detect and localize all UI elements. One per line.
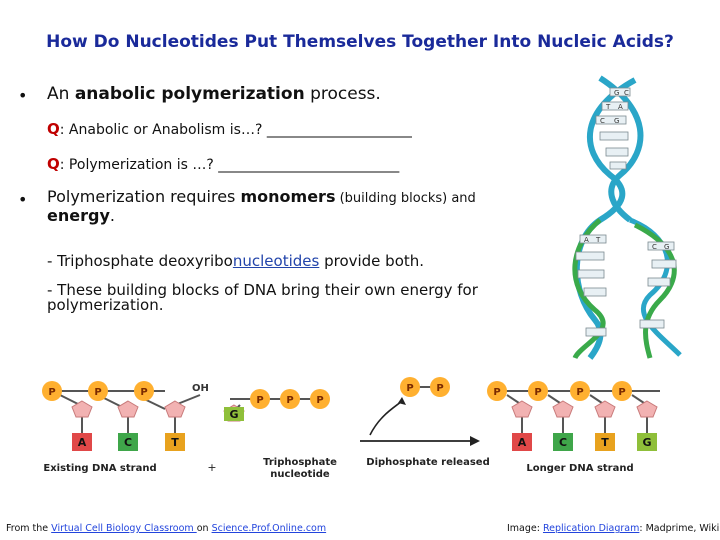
bullet-2-text: Polymerization requires monomers (buildi… [47,188,527,224]
footer-left-mid: on [196,523,212,534]
sub-point-2-line-1: - These building blocks of DNA bring the… [47,281,478,299]
helix-letter-6: G [614,117,619,125]
reaction-arrowhead [470,436,480,446]
footer-right-post: : Madprime, Wiki [639,523,720,534]
question-2-key: Q [47,155,60,173]
long-p-3: P [576,387,583,398]
base-g-incoming [224,407,244,421]
long-p-2: P [534,387,541,398]
tri-p-2: P [286,395,293,406]
long-p-1: P [493,387,500,398]
existing-strand-label: Existing DNA strand [43,463,156,474]
triphosphate-label-2: nucleotide [270,469,330,480]
question-2-blank[interactable]: ______________________________ [218,157,399,173]
question-1: Q: Anabolic or Anabolism is…? __________… [47,120,412,138]
dna-helix-image: G C T A C G A T C G [572,75,682,360]
helix-base-pairs [575,87,677,337]
existing-sugars [71,400,186,418]
question-2-text: : Polymerization is …? [59,157,219,173]
question-1-text: : Anabolic or Anabolism is…? [59,122,267,138]
longer-phosphates [487,381,632,401]
bullet-1-post: process. [304,84,381,104]
existing-base-labels: A C T [78,436,180,449]
helix-blue-strand-1 [573,77,637,360]
question-1-key: Q [47,120,60,138]
longer-base-labels: A C T G [518,436,652,449]
di-p-1: P [406,383,413,394]
longer-strand-label: Longer DNA strand [526,463,633,474]
question-1-blank[interactable]: ________________________ [266,122,412,138]
nucleotides-link[interactable]: nucleotides [232,252,320,270]
helix-letter-2: C [624,89,629,97]
replication-diagram-link[interactable]: Replication Diagram [542,523,640,534]
footer-left-pre: From the [6,523,52,534]
release-arrow [369,400,403,436]
base-t-longer: T [601,436,609,449]
bullet-2-bold-2: energy [47,206,110,225]
polymerization-diagram: P P P OH A C T Existing DNA strand + P P… [42,377,660,480]
bullet-marker-2: • [18,190,28,209]
bullet-2-pre: Polymerization requires [47,187,241,206]
base-c-existing: C [124,436,132,449]
helix-letter-7: A [584,236,589,244]
existing-p-2: P [94,387,101,398]
plus-sign: + [207,461,216,474]
diphosphate-label: Diphosphate released [366,457,489,468]
existing-p-1: P [48,387,55,398]
bullet-1-bold: anabolic polymerization [74,84,305,104]
diphosphate-released [400,377,450,397]
di-p-2: P [436,383,443,394]
diphosphate-p-labels: P P [406,383,443,394]
existing-phosphates [42,381,154,401]
footer-credit-left: From the Virtual Cell Biology Classroom … [6,523,326,534]
helix-base-letters: G C T A C G A T C G [584,89,669,251]
bullet-1-text: An anabolic polymerization process. [47,84,381,104]
triphosphate-phosphates [250,389,330,409]
sub-point-1-pre: - Triphosphate deoxyribo [47,252,233,270]
longer-bases [512,433,657,451]
footer-credit-right: Image: Replication Diagram: Madprime, Wi… [507,523,719,534]
bullet-marker-1: • [18,86,28,105]
base-c-longer: C [559,436,567,449]
existing-phosphate-labels: P P P [48,387,147,398]
triphosphate-label-1: Triphosphate [263,457,337,468]
sub-point-1-post: provide both. [319,252,425,270]
sub-point-2: - These building blocks of DNA bring the… [47,283,478,313]
bullet-2-post: . [109,206,115,225]
base-a-longer: A [518,436,527,449]
helix-letter-8: T [595,236,601,244]
helix-blue-strand-2 [598,75,644,223]
virtual-cell-link[interactable]: Virtual Cell Biology Classroom [51,523,197,534]
helix-letter-9: C [652,243,657,251]
base-g-incoming-label: G [229,408,238,421]
existing-bases [72,433,185,451]
question-2: Q: Polymerization is …? ________________… [47,155,399,173]
helix-letter-1: G [614,89,619,97]
longer-sugars [511,400,658,418]
existing-p-3: P [140,387,147,398]
sub-point-1: - Triphosphate deoxyribonucleotides prov… [47,252,424,270]
helix-green-strand-left [572,218,606,360]
bullet-1-pre: An [47,84,75,104]
oh-label: OH [192,383,209,394]
longer-p-labels: P P P P [493,387,625,398]
long-p-4: P [618,387,625,398]
tri-p-3: P [316,395,323,406]
base-t-existing: T [171,436,179,449]
helix-letter-3: T [605,103,611,111]
base-a-existing: A [78,436,87,449]
release-arrowhead [398,397,406,405]
base-g-longer: G [642,436,651,449]
bullet-2-mid: (building blocks) and [335,191,476,206]
sub-point-2-line-2: polymerization. [47,296,164,314]
page-title: How Do Nucleotides Put Themselves Togeth… [46,32,674,52]
science-prof-online-link[interactable]: Science.Prof.Online.com [211,523,327,534]
helix-letter-4: A [618,103,623,111]
bullet-2-bold-1: monomers [240,187,336,206]
tri-p-1: P [256,395,263,406]
helix-letter-10: G [664,243,669,251]
footer-right-pre: Image: [507,523,543,534]
triphosphate-p-labels: P P P [256,395,323,406]
helix-letter-5: C [600,117,605,125]
